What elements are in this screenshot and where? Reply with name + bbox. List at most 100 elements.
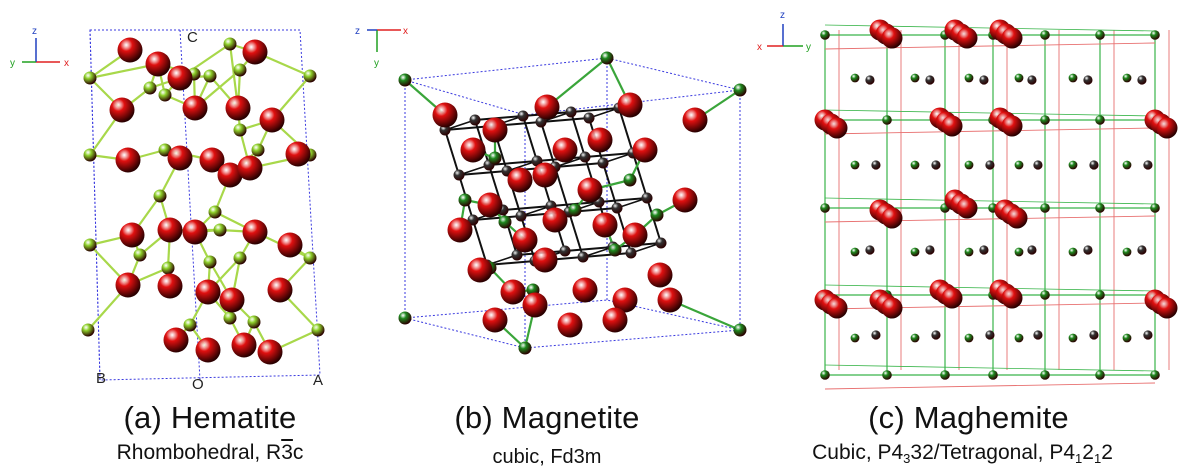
iron-atom-octahedral	[871, 330, 881, 340]
magnetite-structure: x z y	[355, 26, 747, 355]
iron-atom-tetrahedral	[398, 73, 412, 87]
iron-atom-octahedral	[979, 245, 989, 255]
iron-atom-octahedral	[1143, 160, 1153, 170]
oxygen-atom	[632, 137, 658, 163]
oxygen-atom	[587, 127, 613, 153]
bond	[540, 117, 590, 123]
atoms	[81, 37, 325, 365]
iron-atom-octahedral	[579, 151, 591, 163]
iron-atom-tetrahedral	[518, 341, 532, 355]
iron-atom-octahedral	[865, 75, 875, 85]
iron-atom-octahedral	[1027, 75, 1037, 85]
iron-atom-tetrahedral	[733, 83, 747, 97]
subtitle-part: 2	[1101, 441, 1113, 464]
iron-atom-tetrahedral	[1014, 247, 1024, 257]
iron-atom-tetrahedral	[964, 247, 974, 257]
iron-atom-octahedral	[625, 247, 637, 259]
oxygen-atom	[119, 222, 145, 248]
iron-atom-tetrahedral	[398, 311, 412, 325]
oxygen-atom	[532, 162, 558, 188]
iron-atom-octahedral	[1143, 330, 1153, 340]
oxygen-atom	[552, 137, 578, 163]
oxygen-atom	[941, 287, 963, 309]
iron-atom-tetrahedral	[1040, 30, 1050, 40]
iron-atom-octahedral	[985, 330, 995, 340]
iron-atom-octahedral	[1083, 75, 1093, 85]
oxygen-atom	[956, 27, 978, 49]
oxygen-atom	[532, 247, 558, 273]
iron-atom-tetrahedral	[623, 173, 637, 187]
oxygen-atom	[612, 287, 638, 313]
iron-atom-tetrahedral	[964, 333, 974, 343]
oxygen-atom	[477, 192, 503, 218]
iron-atom-tetrahedral	[910, 160, 920, 170]
oxygen-atom	[956, 197, 978, 219]
iron-atom-octahedral	[1033, 160, 1043, 170]
iron-atom	[303, 251, 317, 265]
bond	[474, 115, 524, 121]
iron-atom-tetrahedral	[1068, 160, 1078, 170]
oxygen-atom	[577, 177, 603, 203]
lattice-line	[824, 42, 1156, 50]
lattice-line	[824, 197, 1156, 205]
oxygen-atom	[572, 277, 598, 303]
axis-triad: x z y	[355, 26, 408, 69]
iron-atom-tetrahedral	[1014, 333, 1024, 343]
cell-label-b: B	[96, 370, 106, 387]
subtitle-maghemite: Cubic, P4332/Tetragonal, P41212	[741, 441, 1184, 466]
iron-atom-tetrahedral	[1095, 370, 1105, 380]
oxygen-atom	[242, 39, 268, 65]
oxygen-atom	[447, 217, 473, 243]
iron-atom-tetrahedral	[1095, 203, 1105, 213]
iron-atom-octahedral	[641, 192, 653, 204]
iron-atom	[83, 148, 97, 162]
lattice-line	[824, 109, 1156, 117]
axis-x-label: x	[64, 58, 69, 69]
panel-hematite: x z y C B O A (a) Hematite Rhombohedral,…	[0, 0, 380, 475]
iron-atom	[223, 311, 237, 325]
iron-atom-tetrahedral	[1040, 370, 1050, 380]
cell-label-c: C	[187, 29, 198, 46]
axis-triad: x z y	[10, 26, 69, 69]
iron-atom-tetrahedral	[1068, 333, 1078, 343]
bond	[554, 162, 604, 168]
iron-atom	[213, 223, 227, 237]
oxygen-atom	[231, 332, 257, 358]
axis-y-label: y	[10, 58, 15, 69]
oxygen-atom	[432, 102, 458, 128]
iron-atom	[247, 315, 261, 329]
iron-atom	[223, 37, 237, 51]
oxygen-atom	[167, 65, 193, 91]
oxygen-atom	[1156, 297, 1178, 319]
iron-atom-tetrahedral	[820, 203, 830, 213]
iron-atom-tetrahedral	[820, 370, 830, 380]
oxygen-atom	[522, 292, 548, 318]
bond	[488, 160, 538, 166]
axis-z-label: z	[32, 26, 37, 37]
iron-atom-octahedral	[985, 160, 995, 170]
bond	[444, 129, 460, 176]
iron-atom-tetrahedral	[1040, 203, 1050, 213]
bond	[632, 152, 648, 199]
oxygen-atom	[557, 312, 583, 338]
bond	[458, 170, 508, 176]
iron-atom-tetrahedral	[458, 193, 472, 207]
oxygen-atom	[199, 147, 225, 173]
oxygen-atom	[682, 107, 708, 133]
iron-atom-octahedral	[1027, 245, 1037, 255]
iron-atom-octahedral	[1089, 330, 1099, 340]
oxygen-atom	[237, 155, 263, 181]
oxygen-atom	[115, 272, 141, 298]
iron-atom-octahedral	[467, 214, 479, 226]
oxygen-atom	[195, 337, 221, 363]
oxygen-atom	[109, 97, 135, 123]
iron-atom-tetrahedral	[940, 370, 950, 380]
iron-atom-tetrahedral	[1014, 160, 1024, 170]
iron-atom-octahedral	[469, 114, 481, 126]
iron-atom-tetrahedral	[964, 73, 974, 83]
bond	[472, 215, 522, 221]
iron-atom-octahedral	[511, 249, 523, 261]
panel-maghemite: y z x (c) Maghemite Cubic, P4332/Tetrago…	[755, 0, 1198, 475]
bond	[564, 246, 614, 252]
iron-atom-tetrahedral	[1095, 30, 1105, 40]
